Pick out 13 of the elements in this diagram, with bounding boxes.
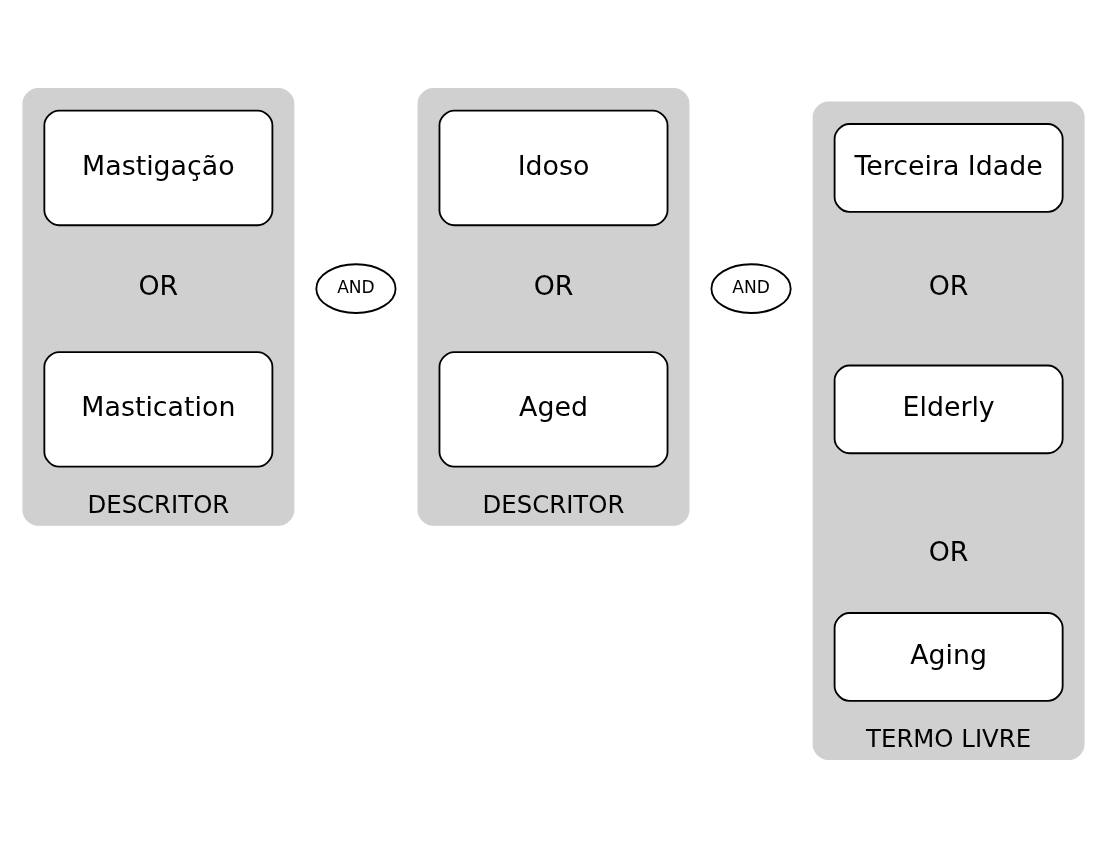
node-box: Aged	[438, 350, 669, 468]
node-ellipse: AND	[710, 262, 792, 314]
node-box: Idoso	[438, 109, 669, 226]
node-box: Mastication	[43, 350, 274, 468]
node-ellipse: AND	[315, 262, 397, 314]
label: OR	[928, 269, 969, 301]
node-box: Elderly	[833, 364, 1064, 454]
node-box: Aging	[833, 611, 1064, 702]
node-box: Mastigação	[43, 109, 274, 226]
label: OR	[928, 535, 969, 567]
node-box: Terceira Idade	[833, 122, 1064, 213]
label: OR	[533, 269, 574, 301]
label: OR	[138, 269, 179, 301]
